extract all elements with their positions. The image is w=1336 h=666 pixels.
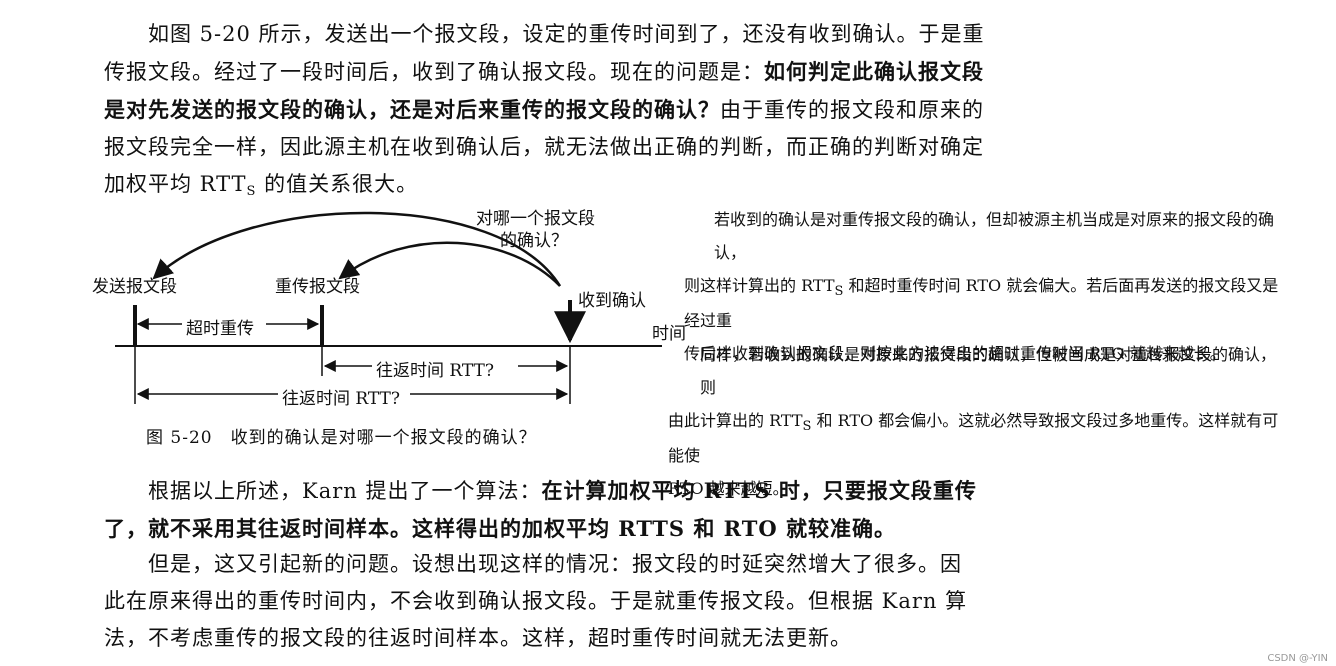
paragraph-karn-algorithm: 根据以上所述，Karn 提出了一个算法：在计算加权平均 RTTS 时，只要报文段… xyxy=(104,472,1074,547)
para3-line1: 但是，这又引起新的问题。设想出现这样的情况：报文段的时延突然增大了很多。因 xyxy=(148,552,962,576)
para1-line3-text: 由于重传的报文段和原来的 xyxy=(720,98,984,122)
para1-line3-bold: 是对先发送的报文段的确认，还是对后来重传的报文段的确认？ xyxy=(104,97,720,122)
send-segment-label: 发送报文段 xyxy=(92,277,177,297)
ack-received-label: 收到确认 xyxy=(578,291,646,311)
para1-line2-text: 传报文段。经过了一段时间后，收到了确认报文段。现在的问题是： xyxy=(104,60,764,84)
paragraph-new-problem: 但是，这又引起新的问题。设想出现这样的情况：报文段的时延突然增大了很多。因 此在… xyxy=(104,546,1074,657)
para1-line5-sub: S xyxy=(246,184,257,199)
watermark: CSDN @-YIN xyxy=(1267,653,1328,664)
ack-to-send-arrow xyxy=(152,211,562,287)
ack-to-resend-arrow xyxy=(338,241,561,287)
para3-line3: 法，不考虑重传的报文段的往返时间样本。这样，超时重传时间就无法更新。 xyxy=(104,626,852,650)
note1-line2-a: 则这样计算出的 RTT xyxy=(684,276,835,295)
para1-line4: 报文段完全一样，因此源主机在收到确认后，就无法做出正确的判断，而正确的判断对确定 xyxy=(104,135,984,159)
resend-segment-label: 重传报文段 xyxy=(275,277,360,297)
para2-line1-text: 根据以上所述，Karn 提出了一个算法： xyxy=(148,479,542,503)
para3-line2: 此在原来得出的重传时间内，不会收到确认报文段。于是就重传报文段。但根据 Karn… xyxy=(104,589,968,613)
note2-line2-a: 由此计算出的 RTT xyxy=(668,411,803,430)
figure-caption: 图 5-20 收到的确认是对哪一个报文段的确认？ xyxy=(146,428,537,448)
rtt-short-label: 往返时间 RTT? xyxy=(376,361,495,381)
para2-line1: 根据以上所述，Karn 提出了一个算法：在计算加权平均 RTTS 时，只要报文段… xyxy=(104,472,1074,510)
note1-line2-b: 和超时重传时间 RTO 就会偏大。若后面再发送的报文段又是经过重 xyxy=(684,276,1279,330)
para1-line5-b: 的值关系很大。 xyxy=(256,172,419,196)
para1-line5: 加权平均 RTTS 的值关系很大。 xyxy=(104,166,1074,206)
para1-line3: 是对先发送的报文段的确认，还是对后来重传的报文段的确认？由于重传的报文段和原来的 xyxy=(104,91,1074,129)
note2-line2-b: 和 RTO 都会偏小。这就必然导致报文段过多地重传。这样就有可能使 xyxy=(668,411,1279,465)
para2-line2: 了，就不采用其往返时间样本。这样得出的加权平均 RTTS 和 RTO 就较准确。 xyxy=(104,516,896,541)
note1-line1: 若收到的确认是对重传报文段的确认，但却被源主机当成是对原来的报文段的确认， xyxy=(714,210,1275,262)
timeout-label: 超时重传 xyxy=(186,319,254,339)
note1-line2: 则这样计算出的 RTTS 和超时重传时间 RTO 就会偏大。若后面再发送的报文段… xyxy=(684,269,1294,337)
note2-line3: RTO 越来越短。 xyxy=(668,479,789,498)
para2-line1-bold: 在计算加权平均 RTTS 时，只要报文段重传 xyxy=(541,478,977,503)
note-underestimate: 同样，若收到的确认是对原来的报文段的确认，但被当成是对重传报文段的确认，则 由此… xyxy=(668,338,1288,505)
paragraph-problem: 如图 5-20 所示，发送出一个报文段，设定的重传时间到了，还没有收到确认。于是… xyxy=(104,16,1074,206)
note1-line2-sub: S xyxy=(834,284,844,299)
note2-line1: 同样，若收到的确认是对原来的报文段的确认，但被当成是对重传报文段的确认，则 xyxy=(700,345,1277,397)
para1-line1: 如图 5-20 所示，发送出一个报文段，设定的重传时间到了，还没有收到确认。于是… xyxy=(148,22,985,46)
para1-line2: 传报文段。经过了一段时间后，收到了确认报文段。现在的问题是：如何判定此确认报文段 xyxy=(104,53,1074,91)
note-overestimate: 若收到的确认是对重传报文段的确认，但却被源主机当成是对原来的报文段的确认， 则这… xyxy=(684,203,1294,370)
rtt-long-label: 往返时间 RTT? xyxy=(282,389,401,409)
retransmission-diagram xyxy=(115,211,662,404)
question-label-line2: 的确认？ xyxy=(500,231,568,251)
para1-line5-a: 加权平均 RTT xyxy=(104,172,247,196)
para1-line2-bold: 如何判定此确认报文段 xyxy=(764,59,984,84)
note2-line2: 由此计算出的 RTTS 和 RTO 都会偏小。这就必然导致报文段过多地重传。这样… xyxy=(668,404,1288,472)
note2-line2-sub: S xyxy=(802,419,812,434)
note1-line3: 传后才收到确认报文段，则按此方法得出的超时重传时间 RTO 就越来越长。 xyxy=(684,344,1226,363)
question-label-line1: 对哪一个报文段 xyxy=(476,209,595,229)
time-axis-label: 时间 xyxy=(652,324,686,344)
